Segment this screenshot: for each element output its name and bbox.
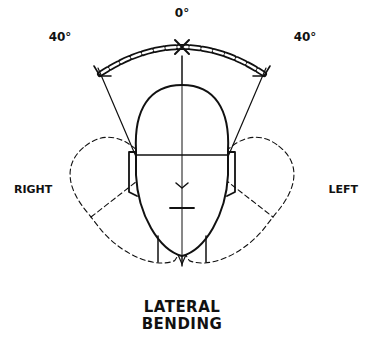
side-label: LEFT	[328, 184, 358, 197]
caption: LATERAL BENDING	[127, 299, 237, 334]
angle-label: 0°	[175, 7, 189, 21]
angle-label: 40°	[49, 31, 72, 45]
angle-label: 40°	[294, 31, 317, 45]
side-label: RIGHT	[14, 184, 52, 197]
